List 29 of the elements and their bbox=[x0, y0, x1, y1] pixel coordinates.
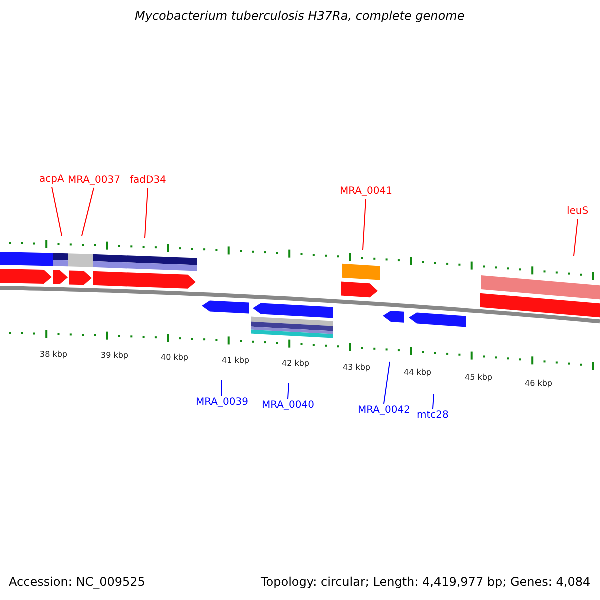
leader-line bbox=[82, 188, 94, 236]
scale-label: 43 kbp bbox=[343, 362, 371, 374]
scale-label: 41 kbp bbox=[222, 355, 250, 367]
scale-label: 46 kbp bbox=[525, 378, 553, 390]
gene-label: MRA_0042 bbox=[358, 405, 410, 417]
gene-label: MRA_0039 bbox=[196, 397, 248, 409]
gene-label: mtc28 bbox=[417, 410, 449, 422]
leader-line bbox=[288, 382, 290, 400]
leader-line bbox=[574, 218, 578, 256]
scale-label: 38 kbp bbox=[40, 349, 68, 361]
scale-label: 39 kbp bbox=[101, 350, 129, 362]
leader-line bbox=[362, 198, 366, 250]
leader-line bbox=[432, 394, 434, 410]
scale-label: 45 kbp bbox=[465, 372, 493, 384]
gene-label: acpA bbox=[40, 174, 64, 186]
leader-line bbox=[144, 188, 148, 238]
gene-label: MRA_0040 bbox=[262, 400, 314, 412]
footer-text: Accession: NC_009525 bbox=[9, 575, 146, 589]
footer-text: Topology: circular; Length: 4,419,977 bp; Genes: 4,084 bbox=[261, 575, 591, 589]
scale-label: 40 kbp bbox=[161, 352, 189, 364]
gene-label: MRA_0037 bbox=[68, 175, 120, 187]
gene-label: leuS bbox=[567, 206, 589, 218]
scale-label: 42 kbp bbox=[282, 358, 310, 370]
gene-label: MRA_0041 bbox=[340, 186, 392, 198]
title: Mycobacterium tuberculosis H37Ra, complete genome bbox=[135, 10, 465, 22]
scale-label: 44 kbp bbox=[404, 367, 432, 379]
gene-label: fadD34 bbox=[130, 175, 166, 187]
leader-line bbox=[52, 186, 62, 236]
leader-line bbox=[384, 362, 390, 404]
